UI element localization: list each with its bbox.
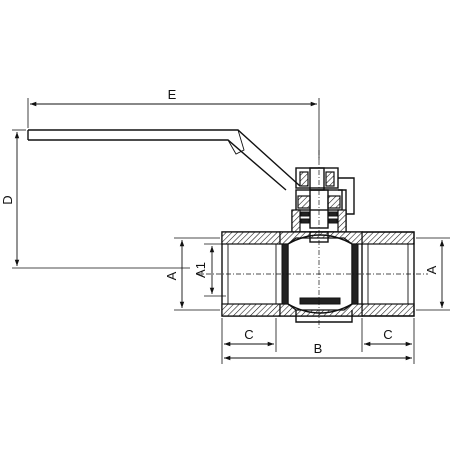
dimension-a1: A1 [193,243,226,297]
dimension-label-a1: A1 [193,262,208,278]
dimension-label-b: B [314,341,323,356]
dimension-a-right: A [416,237,450,311]
stem-nut-assembly [291,167,355,233]
dimension-label-d: D [0,195,15,204]
valve-body [221,231,415,323]
dimension-bottom: C C B [221,318,415,364]
dimension-d: D [0,129,190,269]
dimension-label-e: E [168,87,177,102]
dimension-label-a-left: A [164,271,179,280]
ball [281,231,359,314]
lever-handle [27,129,301,191]
center-lines [196,150,428,330]
dimension-label-a-right: A [424,265,439,274]
dimension-e: E [27,87,320,160]
dimension-label-c-left: C [244,327,253,342]
dimension-label-c-right: C [383,327,392,342]
dimension-a-left: A [164,237,220,311]
